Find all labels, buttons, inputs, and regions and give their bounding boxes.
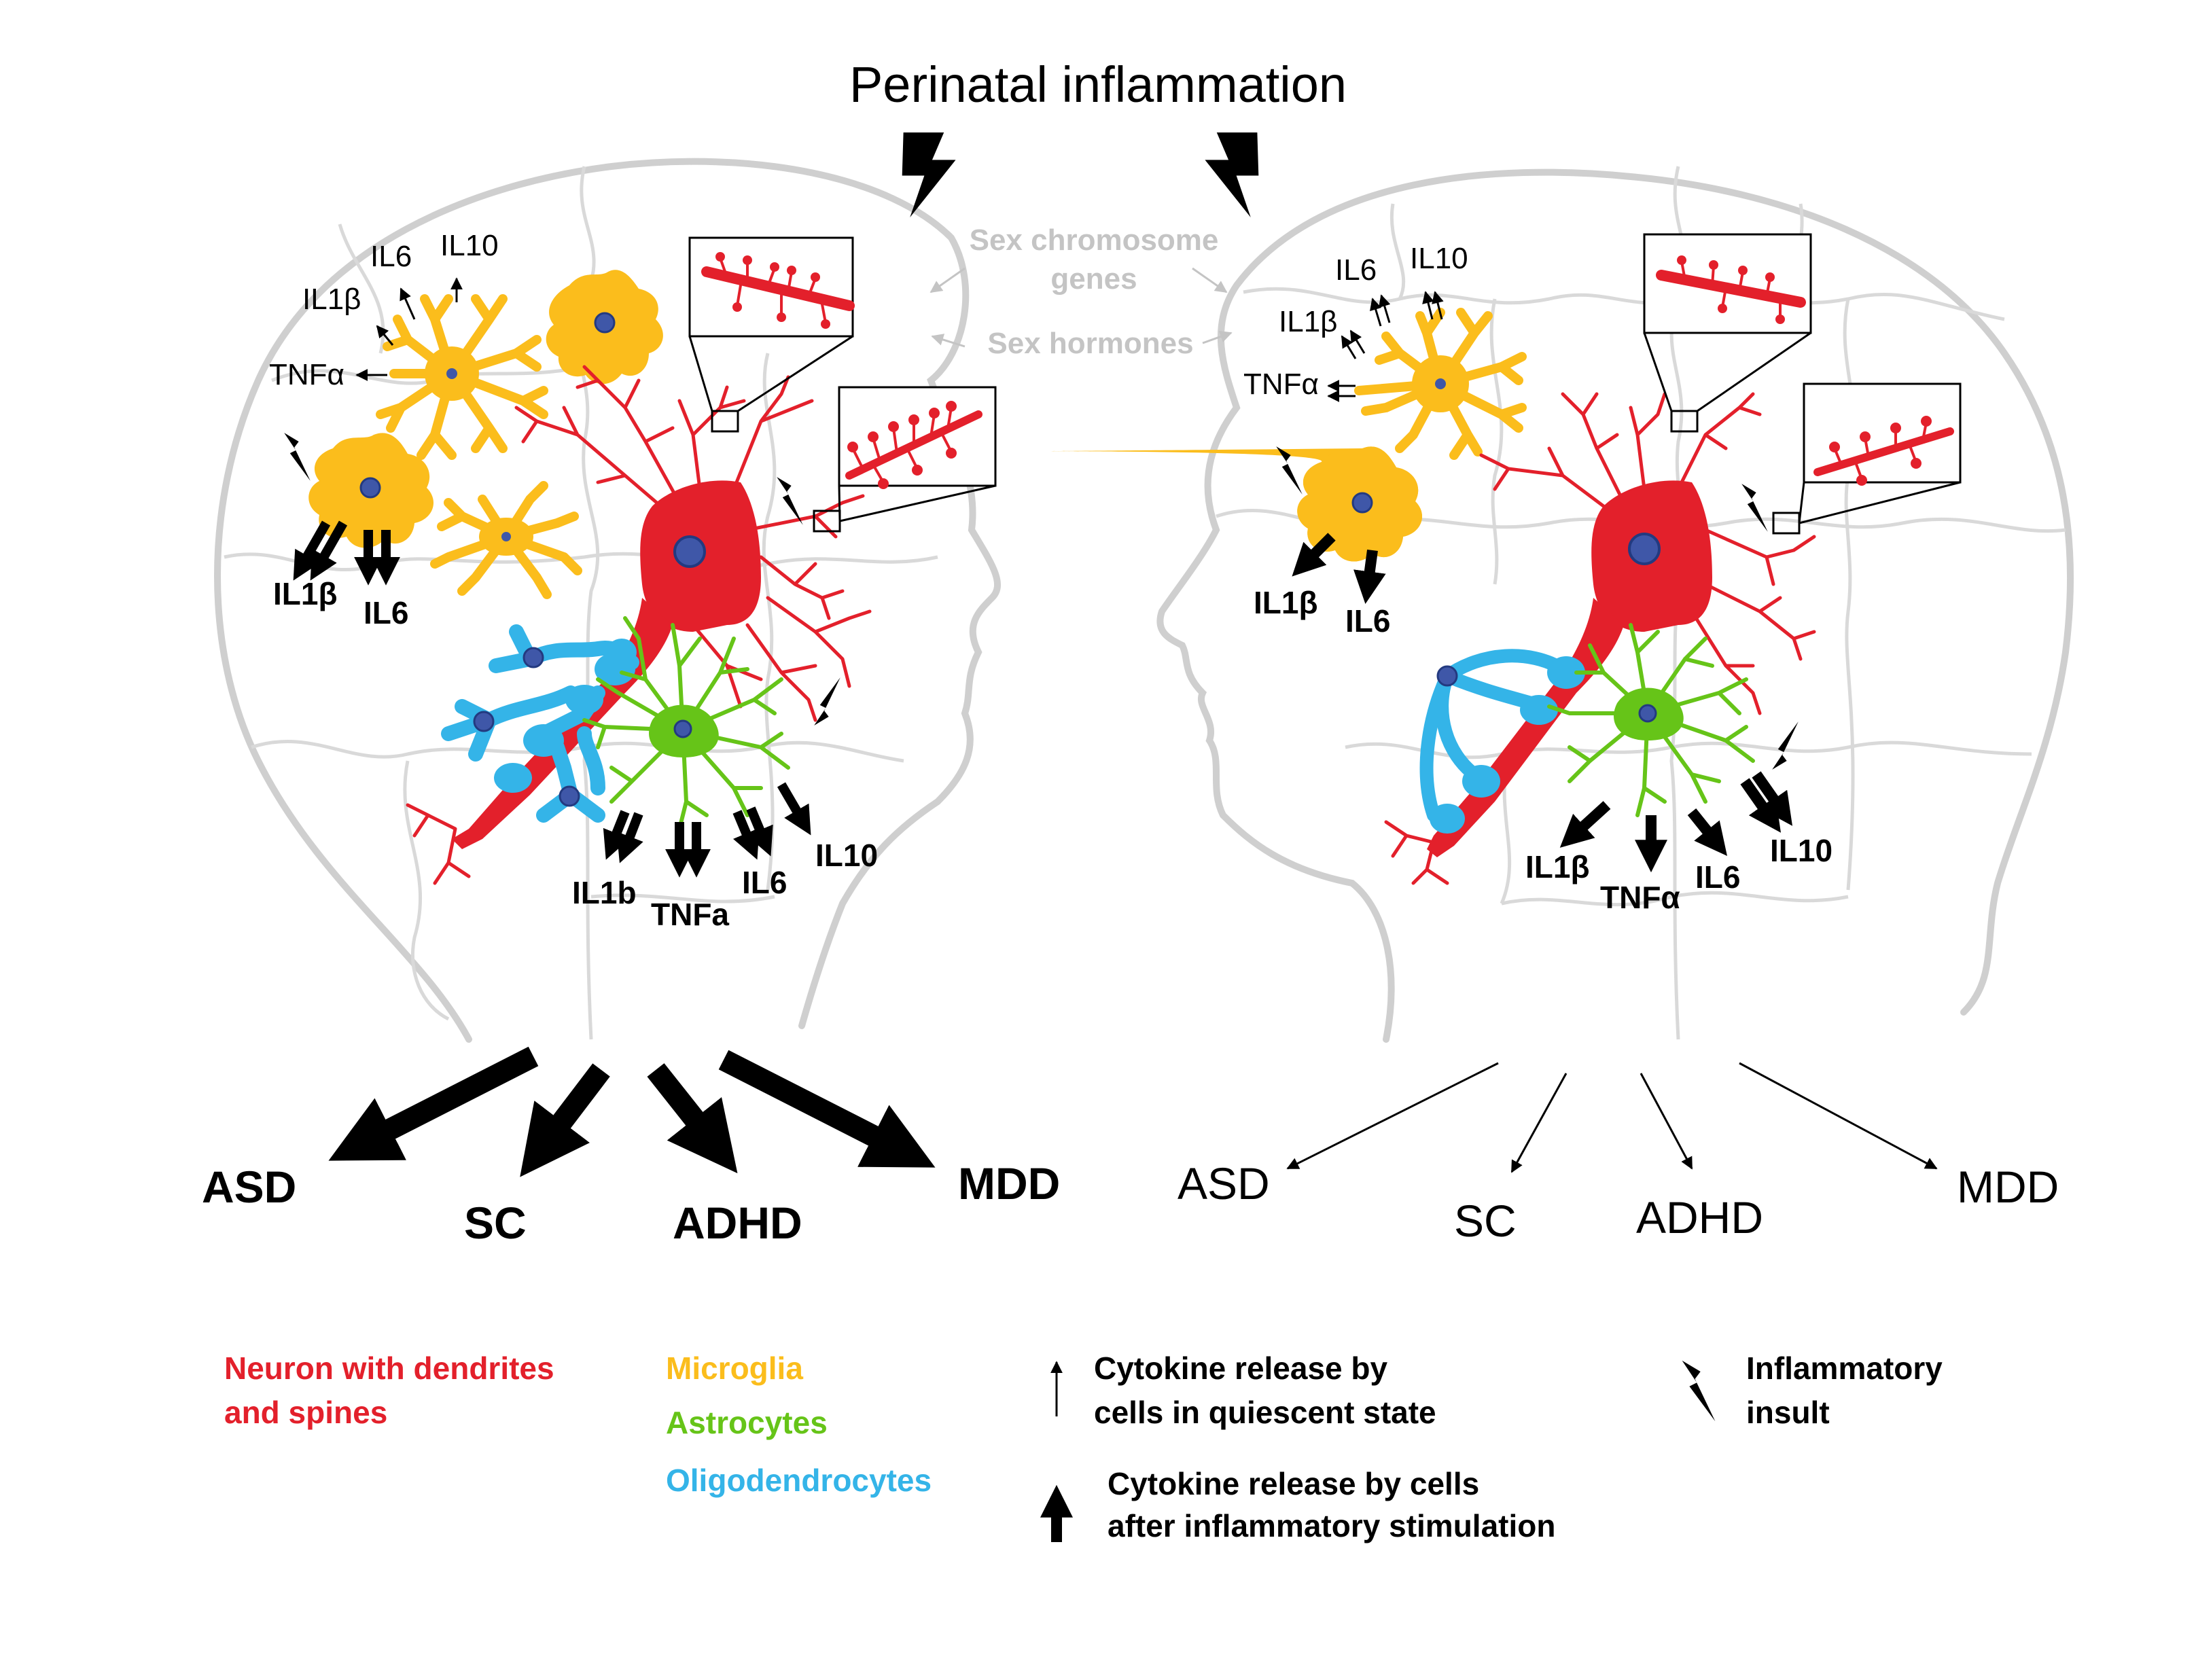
left-microglia-amoeboid-2-nucleus: [359, 477, 381, 499]
legend-microglia: Microglia: [666, 1351, 803, 1386]
left-outcome-mdd-label: MDD: [958, 1158, 1060, 1209]
right-outcome-asd-label: ASD: [1177, 1158, 1270, 1209]
right-astrocyte-stim-arrows: [1559, 771, 1793, 873]
left-quiescent-il6-label: IL6: [370, 240, 412, 273]
right-oligodendrocyte-sheaths: [1430, 656, 1585, 834]
legend-oligodendrocytes: Oligodendrocytes: [666, 1463, 932, 1498]
left-outcome-sc-label: SC: [464, 1198, 527, 1248]
sex-chromosome-genes-label-line2: genes: [1050, 262, 1137, 296]
sex-factor-arrows: [929, 267, 1233, 348]
left-quiescent-arrows: [355, 277, 463, 381]
right-spine-heads-1: [1677, 255, 1785, 324]
left-astrocyte-il1b-label: IL1b: [572, 875, 637, 910]
left-microglia-ramified-2-nucleus: [501, 532, 511, 541]
right-oligo-nucleus: [1436, 665, 1458, 687]
legend-neuron-line2: and spines: [224, 1395, 387, 1430]
left-quiescent-tnfa-label: TNFα: [269, 358, 344, 391]
left-astrocyte-il6-label: IL6: [742, 865, 787, 900]
legend-stimulated-line2: after inflammatory stimulation: [1108, 1508, 1555, 1543]
right-astrocyte-tnfa-label: TNFα: [1600, 880, 1680, 915]
left-microglia-il1b-label: IL1β: [273, 576, 338, 611]
left-spine-inset-1-marker: [711, 410, 739, 433]
sex-hormones-label: Sex hormones: [987, 327, 1193, 360]
right-astrocyte-il6-label: IL6: [1695, 859, 1740, 895]
left-outcome-adhd-label: ADHD: [673, 1198, 802, 1248]
left-insult-bolt-neuron-icon: [777, 477, 803, 525]
left-oligodendrocyte-sheaths: [494, 639, 637, 793]
left-quiescent-il10-label: IL10: [440, 229, 499, 262]
right-microglia-ramified-nucleus: [1435, 378, 1446, 389]
legend-insult-line2: insult: [1746, 1395, 1830, 1430]
right-head-outline: [1156, 168, 2074, 1043]
left-head-outline: [214, 158, 1001, 1043]
right-insult-bolt-neuron-icon: [1741, 484, 1768, 532]
left-insult-bolt-astrocyte-icon: [814, 677, 840, 726]
left-outcome-asd-label: ASD: [202, 1162, 296, 1212]
figure-title: Perinatal inflammation: [849, 56, 1347, 113]
right-outcome-adhd-label: ADHD: [1636, 1192, 1763, 1243]
left-astrocyte-nucleus: [673, 719, 692, 738]
left-microglia-ramified-1-nucleus: [446, 368, 457, 379]
right-quiescent-il6-label: IL6: [1335, 253, 1377, 287]
left-quiescent-il1b-label: IL1β: [302, 283, 361, 316]
right-spine-heads-2: [1829, 416, 1932, 486]
left-microglia-ramified-1: [376, 294, 548, 460]
left-microglia-stim-arrows: [293, 520, 400, 586]
legend-insult-bolt-icon: [1682, 1360, 1716, 1422]
legend-neuron-line1: Neuron with dendrites: [224, 1351, 554, 1386]
right-quiescent-il10-label: IL10: [1410, 242, 1468, 275]
left-microglia-amoeboid-1-nucleus: [594, 312, 616, 334]
left-oligo-nucleus-2: [473, 711, 495, 732]
left-microglia-il6-label: IL6: [364, 595, 408, 630]
right-astrocyte-il10-label: IL10: [1770, 833, 1832, 868]
right-inflammation-bolt-icon: [1205, 132, 1259, 217]
right-quiescent-arrows: [1327, 291, 1444, 402]
right-microglia-il1b-label: IL1β: [1254, 585, 1318, 620]
left-astrocyte-il10-label: IL10: [815, 838, 878, 873]
right-spine-inset-1-marker: [1670, 410, 1699, 433]
left-spine-heads-1: [715, 252, 830, 329]
right-spine-inset-2-marker: [1772, 512, 1801, 535]
right-microglia-il6-label: IL6: [1345, 603, 1390, 639]
left-astrocyte-stim-arrows: [603, 782, 811, 878]
right-microglia-amoeboid-nucleus: [1351, 492, 1373, 514]
right-microglia-stim-arrows: [1292, 533, 1386, 605]
legend-astrocytes: Astrocytes: [666, 1405, 828, 1440]
left-astrocyte-tnfa-label: TNFa: [651, 897, 729, 932]
right-insult-bolt-astrocyte-icon: [1772, 721, 1799, 770]
legend-quiescent-line1: Cytokine release by: [1094, 1351, 1388, 1386]
left-oligo-nucleus-3: [559, 785, 580, 807]
left-spine-heads-2: [847, 401, 957, 489]
right-outcome-mdd-label: MDD: [1957, 1162, 2059, 1212]
legend-stimulated-line1: Cytokine release by cells: [1108, 1466, 1479, 1501]
left-insult-bolt-microglia-icon: [284, 433, 311, 481]
legend-insult-line1: Inflammatory: [1746, 1351, 1943, 1386]
right-astrocyte-nucleus: [1638, 704, 1657, 723]
legend-quiescent-line2: cells in quiescent state: [1094, 1395, 1436, 1430]
right-outcome-sc-label: SC: [1454, 1196, 1517, 1246]
left-oligo-nucleus-1: [523, 647, 544, 668]
right-astrocyte-il1b-label: IL1β: [1525, 849, 1590, 884]
left-outcome-arrows: [328, 1046, 936, 1177]
sex-chromosome-genes-label-line1: Sex chromosome: [970, 224, 1219, 257]
right-quiescent-tnfa-label: TNFα: [1243, 368, 1319, 401]
right-outcome-arrows: [1286, 1062, 1938, 1173]
right-quiescent-il1b-label: IL1β: [1279, 305, 1337, 338]
left-microglia-ramified-2: [430, 481, 582, 599]
